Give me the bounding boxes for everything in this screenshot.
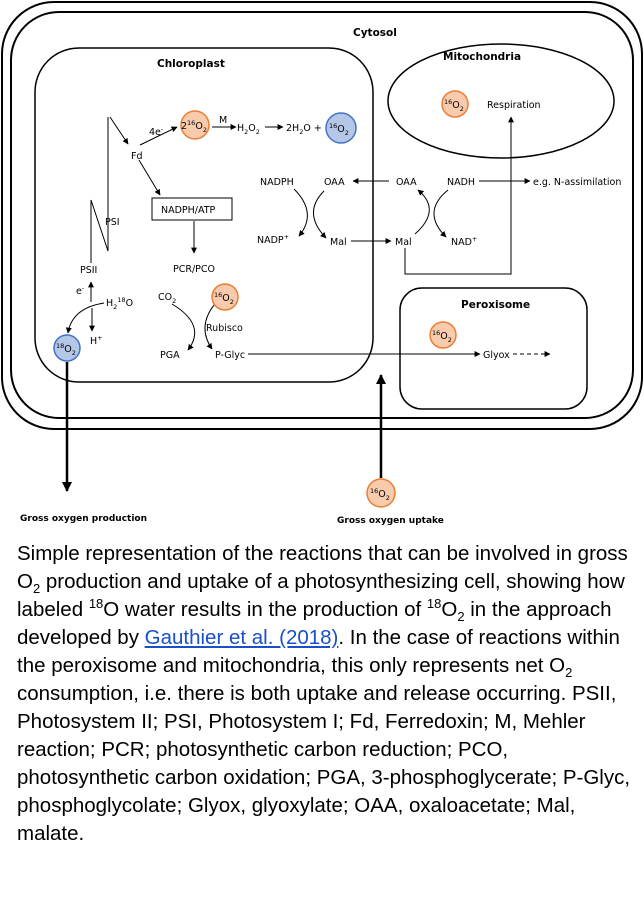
glyox-label: Glyox <box>483 350 510 361</box>
water-splitting-curve <box>65 302 105 334</box>
peroxisome-compartment <box>399 287 588 410</box>
reaction-diagram: Cytosol Chloroplast Mitochondria Peroxis… <box>1 1 643 526</box>
psii-label: PSII <box>80 265 97 276</box>
rubisco-oxygenation-curve <box>204 304 215 350</box>
mehler-label: M <box>219 115 227 126</box>
p-glyc-label: P-Glyc <box>215 350 245 361</box>
nadph-to-nadp-curve <box>293 188 308 237</box>
oaa-to-mal-curve <box>313 190 327 239</box>
chloroplast-compartment <box>34 47 374 383</box>
released-oxygen-16-circle <box>325 112 357 144</box>
figure-caption: Simple representation of the reactions t… <box>17 542 631 845</box>
respiration-oxygen-16-label: 16O2 <box>444 98 464 113</box>
peroxisome-oxygen-16-label: 16O2 <box>432 329 452 344</box>
gauthier-2018-link[interactable]: Gauthier et al. (2018) <box>144 626 339 649</box>
mitochondria-compartment <box>387 43 615 159</box>
pcr-pco-label: PCR/PCO <box>173 264 215 275</box>
produced-oxygen-18-label: 18O2 <box>56 342 76 357</box>
fd-to-oxygen-arrow <box>139 126 178 146</box>
nadh-to-nad-curve <box>433 189 449 238</box>
gross-uptake-label: Gross oxygen uptake <box>337 516 444 526</box>
z-scheme-path <box>90 117 109 263</box>
rubisco-oxygen-16-label: 16O2 <box>214 291 234 306</box>
cytosol-label: Cytosol <box>353 27 397 39</box>
mitochondria-label: Mitochondria <box>443 51 521 63</box>
nadp-label: NADP+ <box>257 233 289 246</box>
mal-to-respiration-path <box>404 116 514 275</box>
peroxisome-oxygen-16-circle <box>429 321 457 349</box>
psi-label: PSI <box>105 217 120 228</box>
cell-inner-wall <box>10 11 634 419</box>
nad-label: NAD+ <box>451 235 477 248</box>
mal-left-label: Mal <box>330 237 347 248</box>
n-assimilation-label: e.g. N-assimilation <box>533 177 621 188</box>
hydrogen-peroxide-label: H2O2 <box>237 123 260 136</box>
chloroplast-label: Chloroplast <box>157 58 225 70</box>
uptake-oxygen-16-label: 16O2 <box>370 487 390 502</box>
produced-oxygen-18-circle <box>53 334 81 362</box>
oaa-left-label: OAA <box>324 177 345 188</box>
respiration-oxygen-16-circle <box>441 90 469 118</box>
mehler-oxygen-16-circle <box>180 110 210 140</box>
fd-to-nadph-arrow <box>138 159 161 196</box>
nadh-label: NADH <box>447 177 475 188</box>
released-oxygen-16-label: 16O2 <box>329 122 349 137</box>
rubisco-label: Rubisco <box>206 323 243 334</box>
labeled-water-label: H218O <box>106 296 133 311</box>
proton-label: H+ <box>90 334 103 347</box>
rubisco-reaction-curve <box>171 303 196 351</box>
water-plus-oxygen-label: 2H2O + <box>286 123 322 136</box>
mehler-oxygen-16-label: 216O2 <box>181 119 207 134</box>
electron-label: e- <box>76 284 85 297</box>
fd-label: Fd <box>131 151 143 162</box>
nadph-atp-box <box>151 197 233 221</box>
co2-label: CO2 <box>158 292 176 305</box>
psi-to-fd-arrow <box>109 116 129 145</box>
peroxisome-label: Peroxisome <box>461 299 530 311</box>
nadph-label: NADPH <box>260 177 294 188</box>
rubisco-oxygen-16-circle <box>211 283 239 311</box>
pga-label: PGA <box>160 350 180 361</box>
cell-outer-wall <box>1 1 643 430</box>
mal-to-oaa-curve <box>414 189 430 235</box>
nadph-atp-label: NADPH/ATP <box>161 205 216 216</box>
uptake-oxygen-16-circle <box>366 478 396 508</box>
oaa-right-label: OAA <box>396 177 417 188</box>
gross-production-label: Gross oxygen production <box>20 514 147 524</box>
four-electron-label: 4e- <box>149 125 164 138</box>
respiration-label: Respiration <box>487 100 541 111</box>
mal-right-label: Mal <box>395 237 412 248</box>
